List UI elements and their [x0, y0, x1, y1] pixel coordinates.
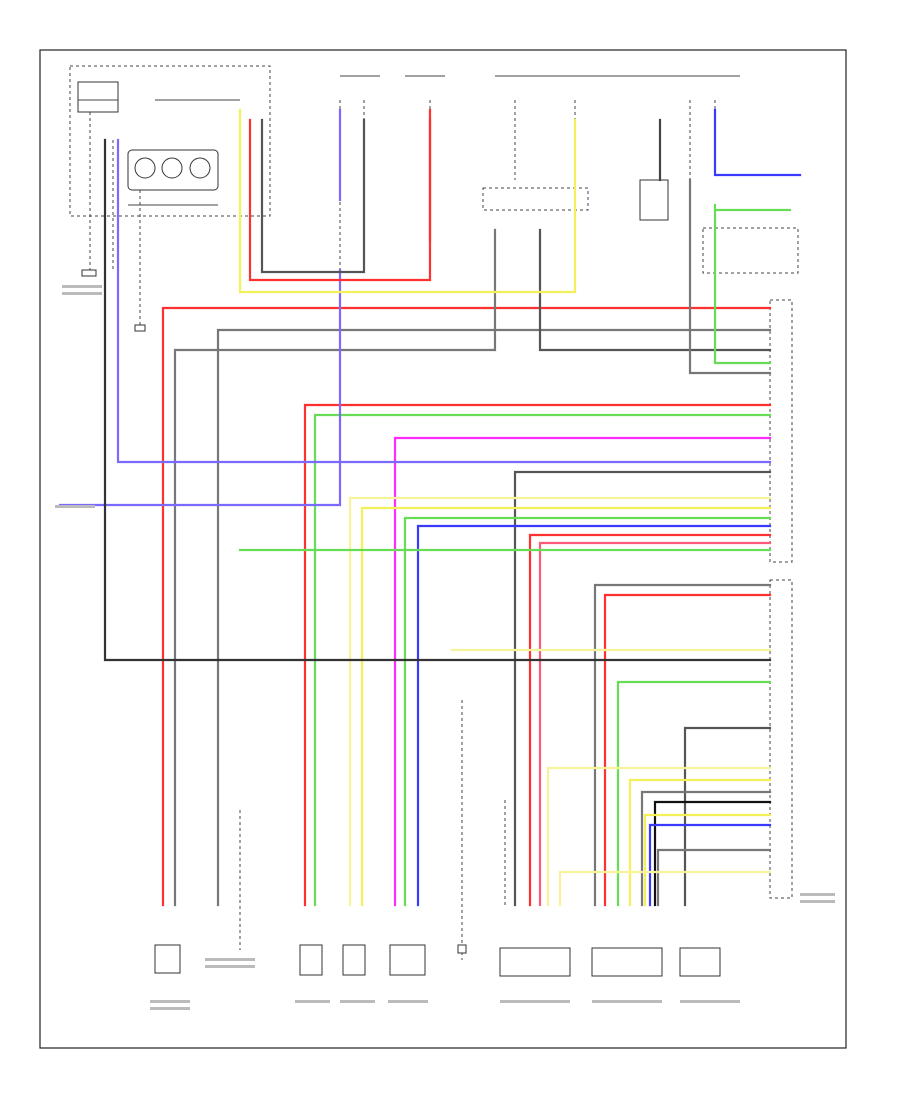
wire-magenta-1: [393, 436, 772, 907]
ecu-connector: [769, 299, 793, 899]
wire-violet-2: [58, 268, 342, 507]
wire-green-2: [313, 413, 772, 907]
top-junction-blocks: [339, 75, 799, 274]
wire-dark-top: [260, 118, 366, 274]
component-3: [342, 944, 366, 976]
component-6: [591, 947, 663, 977]
component-2: [299, 944, 323, 976]
component-4: [389, 944, 426, 976]
wire-yellow-7: [558, 870, 772, 907]
wire-green-3: [403, 516, 772, 907]
wire-yellow-top: [238, 108, 577, 294]
wire-red-3: [528, 533, 772, 907]
wire-gray-1: [216, 328, 772, 907]
wire-green-1: [713, 203, 772, 365]
wire-blue-2: [648, 823, 772, 907]
wire-gray-2: [173, 228, 497, 907]
wire-yellow-5: [628, 778, 772, 907]
bottom-components: [154, 700, 721, 977]
ground-symbol: [81, 269, 97, 277]
wire-yellow-6: [643, 813, 772, 907]
wire-red-2: [303, 403, 772, 907]
wire-yellow-1: [348, 496, 772, 907]
diagram-border: [39, 49, 847, 1049]
wire-red-1: [161, 306, 772, 907]
wire-gray-5: [640, 790, 772, 907]
wire-gray-3: [688, 178, 772, 375]
wire-blue-1: [416, 524, 772, 907]
component-1: [154, 944, 181, 974]
label-marks: [55, 285, 835, 1010]
wire-yellow-4: [546, 766, 772, 907]
wire-gray-4: [593, 583, 772, 907]
wire-dark-3: [103, 138, 772, 662]
wire-dark-2: [513, 470, 772, 907]
wire-violet-1: [116, 138, 772, 464]
component-5: [499, 947, 571, 977]
wire-green-5: [616, 680, 772, 907]
wire-black-1: [653, 800, 772, 907]
wire-dark-1: [538, 228, 772, 352]
wire-gray-6: [656, 848, 772, 907]
wire-pink-1: [538, 541, 772, 907]
wire-blue-top: [713, 108, 802, 177]
combination-meter-block: [69, 65, 271, 330]
wire-dark-4: [683, 726, 772, 907]
ground-symbol: [134, 324, 146, 332]
wires: [58, 108, 802, 907]
wire-red-4: [603, 593, 772, 907]
component-7: [679, 947, 721, 977]
wire-yellow-2: [360, 506, 772, 907]
